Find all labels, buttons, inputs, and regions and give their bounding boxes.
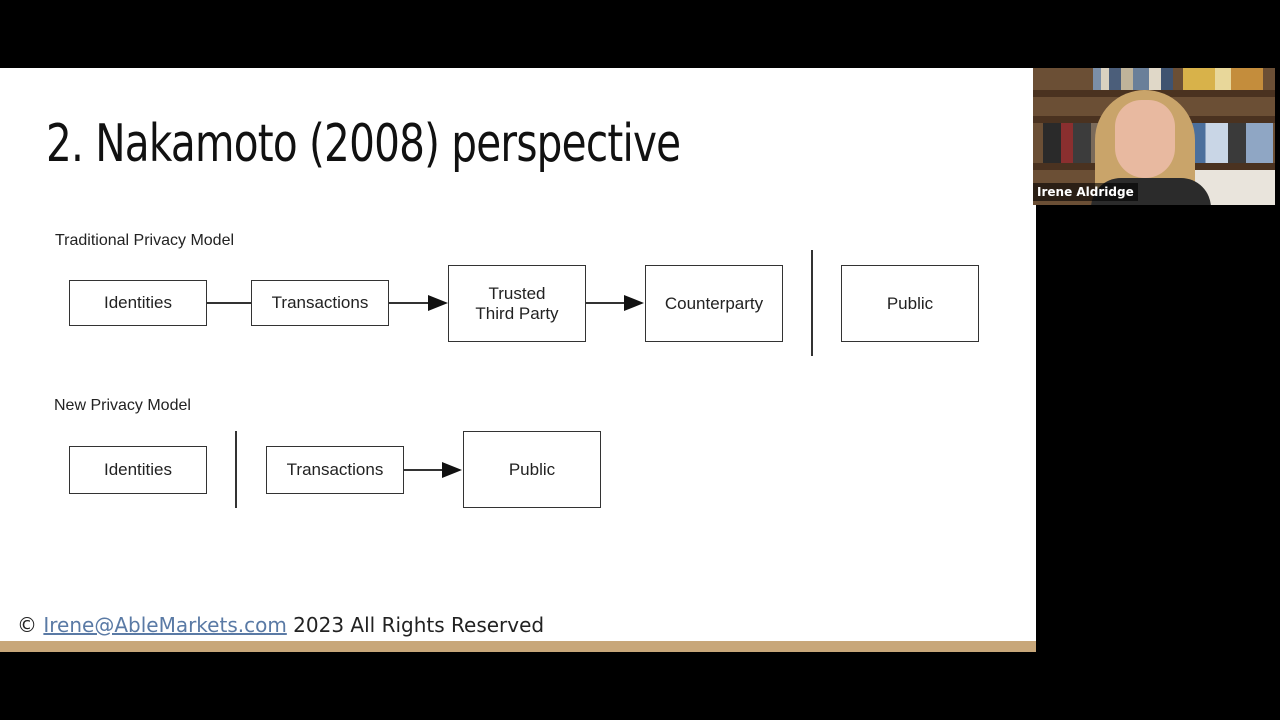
books-image — [1183, 68, 1263, 90]
separator-line — [235, 431, 237, 508]
connector-line — [404, 469, 444, 471]
traditional-public-box: Public — [841, 265, 979, 342]
new-model-label: New Privacy Model — [54, 397, 191, 414]
presentation-slide: 2. Nakamoto (2008) perspective Tradition… — [0, 68, 1036, 651]
box-label: Identities — [103, 460, 173, 479]
arrowhead-icon — [428, 295, 448, 311]
books-image — [1183, 123, 1273, 163]
box-label: Counterparty — [664, 293, 764, 313]
box-label: Public — [886, 293, 934, 313]
traditional-identities-box: Identities — [69, 280, 207, 326]
box-label: Transactions — [286, 460, 384, 479]
traditional-model-label: Traditional Privacy Model — [55, 232, 235, 249]
box-label: Transactions — [271, 293, 369, 312]
books-image — [1093, 68, 1173, 90]
separator-line — [811, 250, 813, 356]
counterparty-box: Counterparty — [645, 265, 783, 342]
arrowhead-icon — [624, 295, 644, 311]
participant-name-tag: Irene Aldridge — [1033, 183, 1138, 201]
new-transactions-box: Transactions — [266, 446, 404, 494]
email-link[interactable]: Irene@AbleMarkets.com — [43, 613, 287, 637]
traditional-transactions-box: Transactions — [251, 280, 389, 326]
connector-line — [586, 302, 626, 304]
box-label: Identities — [103, 293, 173, 312]
connector-line — [389, 302, 431, 304]
box-label: Public — [508, 459, 556, 479]
slide-footer: © Irene@AbleMarkets.com 2023 All Rights … — [17, 613, 544, 637]
slide-accent-bar — [0, 641, 1036, 652]
participant-face — [1115, 100, 1175, 178]
copyright-symbol: © — [17, 613, 37, 637]
books-image — [1043, 123, 1103, 163]
new-identities-box: Identities — [69, 446, 207, 494]
slide-title: 2. Nakamoto (2008) perspective — [46, 114, 681, 174]
box-label: Trusted Third Party — [475, 283, 559, 323]
rights-text: 2023 All Rights Reserved — [293, 613, 545, 637]
participant-video-tile[interactable]: Irene Aldridge — [1033, 68, 1275, 205]
new-public-box: Public — [463, 431, 601, 508]
trusted-third-party-box: Trusted Third Party — [448, 265, 586, 342]
connector-line — [207, 302, 251, 304]
arrowhead-icon — [442, 462, 462, 478]
